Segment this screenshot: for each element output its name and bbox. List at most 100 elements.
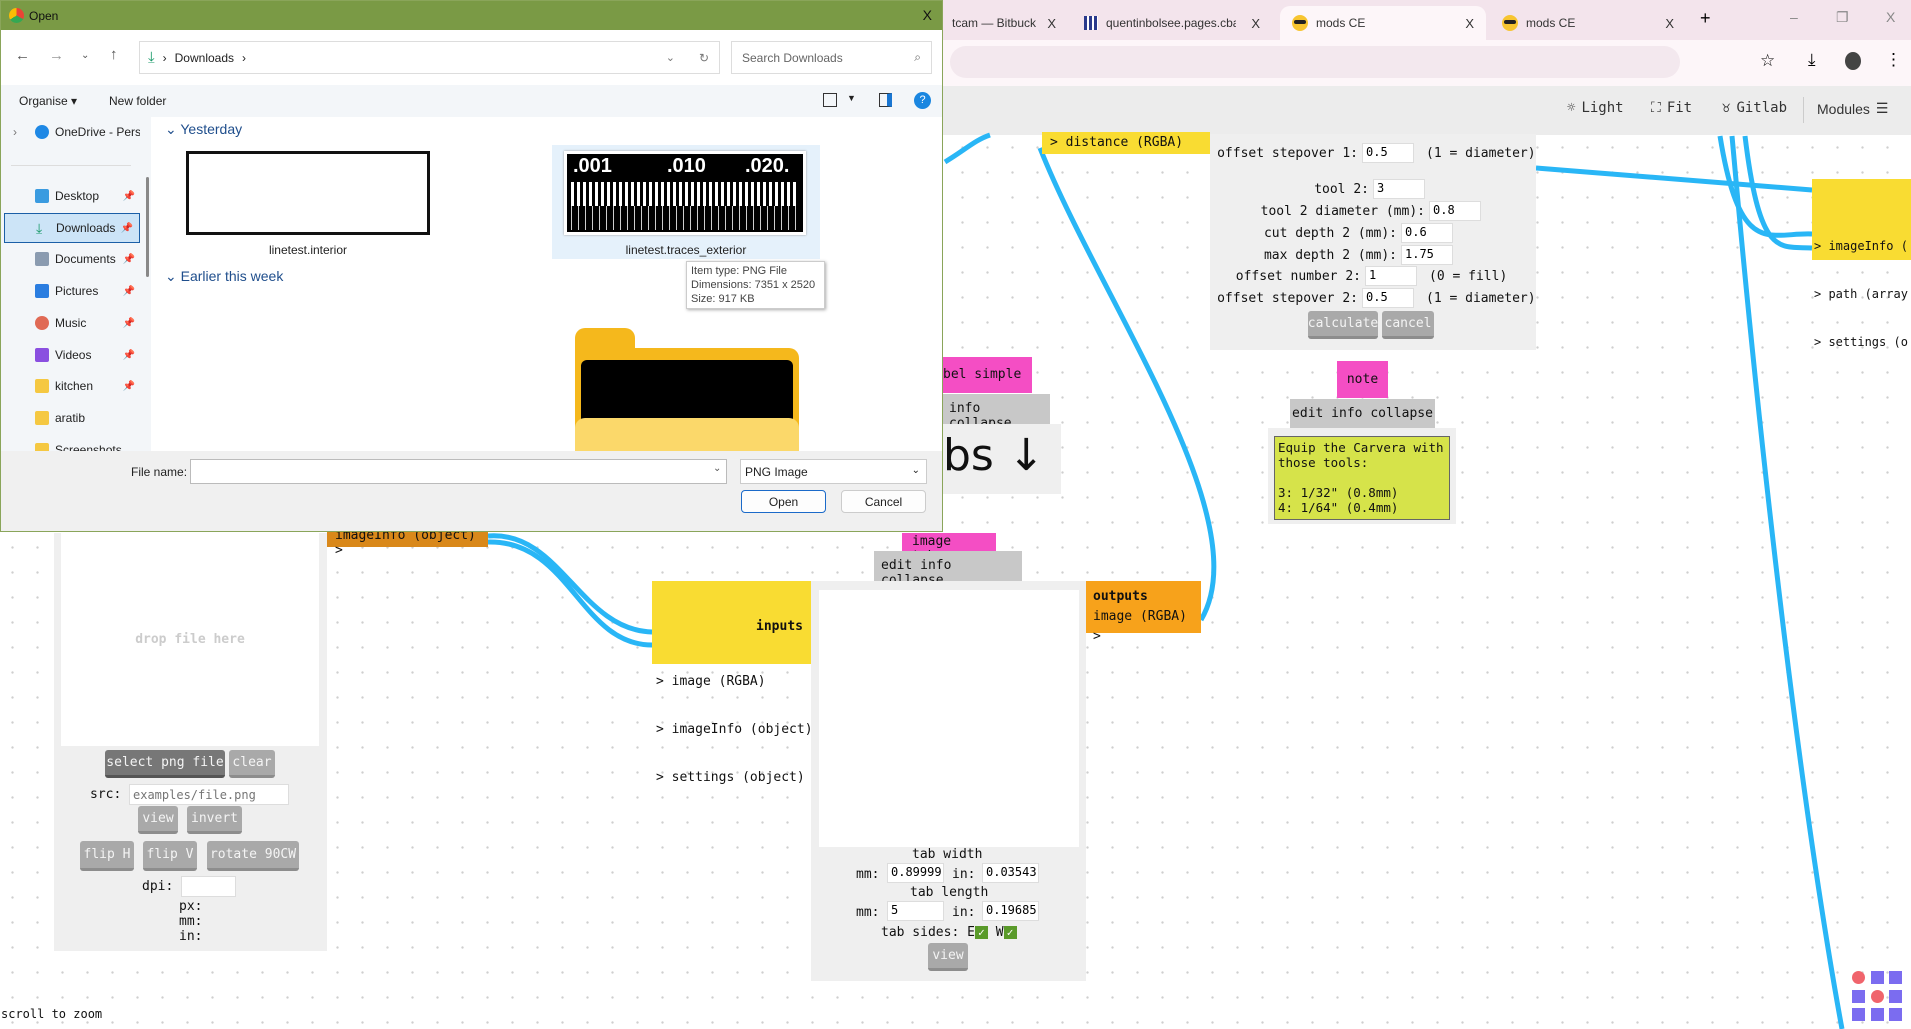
src-input[interactable] (129, 784, 289, 805)
tab-length-mm-input[interactable]: 5 (887, 901, 944, 921)
open-button[interactable]: Open (741, 490, 826, 513)
tab-width-in-input[interactable]: 0.03543 (982, 863, 1039, 883)
tool-setting-input[interactable]: 0.6 (1401, 223, 1453, 243)
address-bar[interactable] (950, 46, 1680, 78)
close-tab-icon[interactable]: X (1251, 15, 1260, 31)
sidebar-item-videos[interactable]: Videos📌 (1, 340, 141, 370)
tool-setting-input[interactable]: 1 (1365, 266, 1417, 286)
profile-avatar[interactable] (1845, 52, 1861, 70)
thumbnail-linetest-traces-exterior[interactable]: .001 .010 .020. (564, 151, 806, 235)
tabs-view-button[interactable]: view (928, 943, 968, 971)
forward-arrow-icon[interactable]: → (49, 47, 64, 64)
path-dropdown-icon[interactable]: ⌄ (665, 52, 675, 64)
flip-h-button[interactable]: flip H (80, 841, 134, 871)
file-name-dropdown-icon[interactable]: ⌄ (713, 463, 722, 474)
file-name-input[interactable] (190, 459, 727, 484)
dialog-close-button[interactable]: X (922, 7, 932, 23)
new-folder-button[interactable]: New folder (109, 94, 167, 108)
sidebar-item-documents[interactable]: Documents📌 (1, 244, 141, 274)
sidebar-item-pictures[interactable]: Pictures📌 (1, 276, 141, 306)
sidebar-item-music[interactable]: Music📌 (1, 308, 141, 338)
input-port[interactable]: > imageInfo ( (1814, 239, 1908, 253)
new-tab-button[interactable]: + (1700, 8, 1711, 28)
clear-button[interactable]: clear (229, 750, 275, 778)
recent-chevron-icon[interactable]: ⌄ (81, 50, 90, 61)
side-e-checkbox[interactable]: ✓ (974, 926, 988, 939)
label-simple-title[interactable]: bel simple (939, 357, 1032, 393)
restore-button[interactable]: ❐ (1836, 9, 1849, 25)
sidebar-item-downloads[interactable]: ⤓Downloads📌 (4, 213, 140, 243)
up-arrow-icon[interactable]: ↑ (110, 46, 118, 63)
close-tab-icon[interactable]: X (1665, 15, 1674, 31)
tool-setting-input[interactable]: 0.8 (1429, 201, 1481, 221)
image-tabs-menu[interactable]: edit info collapse (874, 551, 1022, 588)
path-segment-downloads[interactable]: Downloads (174, 50, 235, 65)
drop-zone[interactable]: drop file here (61, 532, 319, 746)
output-port[interactable]: image (RGBA) > (1093, 609, 1187, 644)
invert-button[interactable]: invert (187, 806, 242, 834)
file-name-label[interactable]: linetest.interior (268, 243, 348, 257)
search-downloads-input[interactable]: Search Downloads⌕ (731, 41, 932, 74)
download-icon[interactable]: ⤓ (1808, 50, 1816, 69)
distance-input-port[interactable]: > distance (RGBA) (1042, 132, 1210, 154)
cancel-dialog-button[interactable]: Cancel (841, 490, 926, 513)
close-tab-icon[interactable]: X (1047, 15, 1056, 31)
file-type-select[interactable]: PNG Image⌄ (740, 459, 927, 484)
note-menu[interactable]: edit info collapse (1290, 399, 1435, 428)
folder-thumbnail-icon[interactable] (575, 328, 799, 451)
note-module-title[interactable]: note (1337, 361, 1388, 398)
light-button[interactable]: ☼Light (1567, 100, 1624, 116)
rotate-90cw-button[interactable]: rotate 90CW (207, 841, 299, 871)
calculate-button[interactable]: calculate (1308, 311, 1378, 339)
sidebar-item-kitchen[interactable]: kitchen📌 (1, 371, 141, 401)
help-icon[interactable]: ? (914, 92, 931, 109)
address-path-box[interactable]: ⤓›Downloads› ⌄↻ (139, 41, 720, 74)
back-arrow-icon[interactable]: ← (15, 47, 30, 64)
sidebar-item-desktop[interactable]: Desktop📌 (1, 181, 141, 211)
view-dropdown-icon[interactable]: ▼ (847, 93, 856, 103)
menu-kebab-icon[interactable]: ⋮ (1885, 50, 1902, 69)
thumbnail-linetest-interior[interactable] (186, 151, 430, 235)
tool-setting-input[interactable]: 0.5 (1362, 143, 1414, 163)
group-header-yesterday[interactable]: ⌄ Yesterday (165, 121, 242, 138)
modules-button[interactable]: Modules☰ (1817, 100, 1889, 117)
file-name-label[interactable]: linetest.traces_exterior (625, 243, 747, 257)
nav-scrollbar[interactable] (146, 177, 149, 277)
tab-length-in-input[interactable]: 0.19685 (982, 901, 1039, 921)
group-header-earlier-this-week[interactable]: ⌄ Earlier this week (165, 268, 283, 285)
minimize-button[interactable]: – (1790, 9, 1798, 25)
bookmark-star-icon[interactable]: ☆ (1760, 51, 1776, 70)
view-button[interactable]: view (138, 806, 178, 834)
sidebar-item-onedrive[interactable]: OneDrive - Perso (1, 117, 141, 147)
close-tab-icon[interactable]: X (1465, 15, 1474, 31)
fit-button[interactable]: ⛶Fit (1651, 100, 1693, 116)
sidebar-item-aratib[interactable]: aratib (1, 403, 141, 433)
input-port[interactable]: > settings (o (1814, 335, 1908, 349)
note-textarea[interactable]: Equip the Carvera with those tools: 3: 1… (1274, 436, 1450, 520)
side-w-checkbox[interactable]: ✓ (1003, 926, 1017, 939)
input-port[interactable]: > imageInfo (object) (656, 722, 813, 737)
close-window-button[interactable]: X (1886, 9, 1896, 25)
input-port[interactable]: > image (RGBA) (656, 674, 766, 689)
view-mode-icon[interactable] (823, 93, 837, 107)
flip-v-button[interactable]: flip V (143, 841, 197, 871)
dpi-input[interactable] (181, 876, 236, 897)
tab-width-mm-input[interactable]: 0.89999 (887, 863, 944, 883)
preview-pane-icon[interactable] (879, 93, 892, 107)
input-port[interactable]: > settings (object) (656, 770, 805, 785)
organise-button[interactable]: Organise ▾ (19, 94, 78, 108)
tool-setting-input[interactable]: 3 (1373, 179, 1425, 199)
expand-chevron-icon[interactable]: › (13, 125, 17, 139)
label-simple-menu[interactable]: info collapse (939, 394, 1050, 431)
select-png-file-button[interactable]: select png file (105, 750, 225, 778)
refresh-icon[interactable]: ↻ (698, 50, 709, 65)
tool-setting-input[interactable]: 0.5 (1362, 288, 1414, 308)
tool-setting-input[interactable]: 1.75 (1401, 245, 1453, 265)
sidebar-item-screenshots[interactable]: Screenshots (1, 435, 141, 451)
input-port[interactable]: > path (array (1814, 287, 1908, 301)
